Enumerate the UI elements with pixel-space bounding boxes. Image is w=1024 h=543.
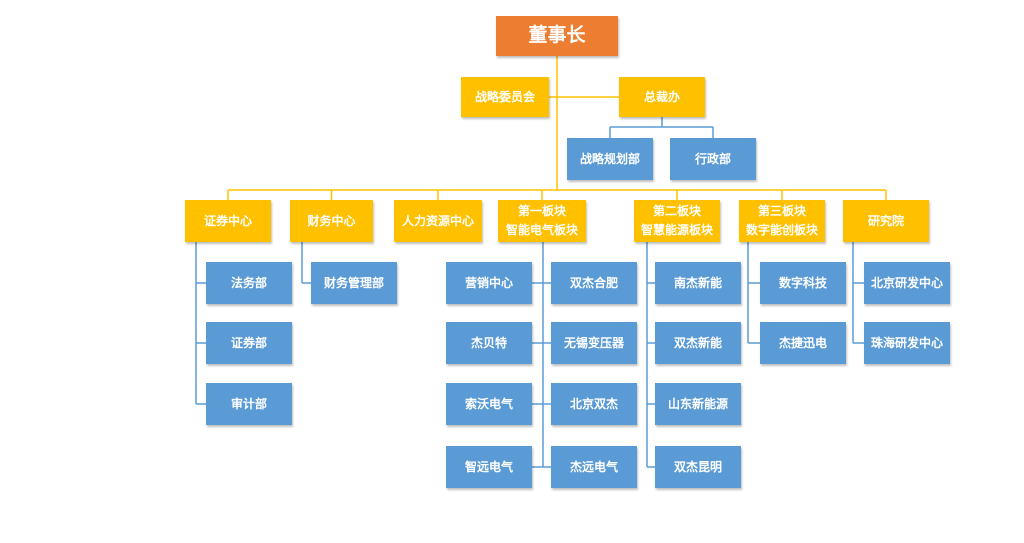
division-box-finance-label: 财务中心 xyxy=(307,213,356,228)
unit-box-finance-label: 财务管理部 xyxy=(323,275,384,290)
division-box-research-label: 研究院 xyxy=(867,213,904,228)
unit-box-block3: 杰捷迅电 xyxy=(760,322,846,364)
unit-box-block2: 双杰昆明 xyxy=(655,446,741,488)
unit-box-block2-label: 双杰昆明 xyxy=(673,459,722,474)
unit-box-block1: 北京双杰 xyxy=(551,383,637,425)
unit-box-securities: 审计部 xyxy=(206,383,292,425)
division-box-block3: 第三板块数字能创板块 xyxy=(739,200,825,242)
unit-box-block1-label: 营销中心 xyxy=(464,275,513,290)
president-office-box-label: 总裁办 xyxy=(643,89,680,104)
division-box-block1-label-1: 第一板块 xyxy=(517,204,566,219)
unit-box-securities-label: 法务部 xyxy=(230,275,267,290)
unit-box-securities-label: 审计部 xyxy=(230,396,267,411)
unit-box-block1: 双杰合肥 xyxy=(551,262,637,304)
division-box-hr-label: 人力资源中心 xyxy=(401,213,474,228)
unit-box-block1-label: 索沃电气 xyxy=(464,396,513,411)
unit-box-block1: 索沃电气 xyxy=(446,383,532,425)
unit-box-block1-label: 杰远电气 xyxy=(569,459,618,474)
unit-box-research: 北京研发中心 xyxy=(864,262,950,304)
unit-box-block1: 智远电气 xyxy=(446,446,532,488)
unit-box-block1-label: 北京双杰 xyxy=(569,396,618,411)
unit-box-securities: 证券部 xyxy=(206,322,292,364)
division-box-block2-label-1: 第二板块 xyxy=(652,204,701,219)
unit-box-block3: 数字科技 xyxy=(760,262,846,304)
division-box-block2-label-2: 智慧能源板块 xyxy=(640,223,713,237)
unit-box-block1-label: 智远电气 xyxy=(464,459,513,474)
unit-box-block2-label: 山东新能源 xyxy=(667,396,728,411)
division-box-block3-label-2: 数字能创板块 xyxy=(745,223,818,237)
division-box-securities-label: 证券中心 xyxy=(203,213,252,228)
division-box-securities: 证券中心 xyxy=(185,200,271,242)
unit-box-securities: 法务部 xyxy=(206,262,292,304)
unit-box-block1-label: 无锡变压器 xyxy=(563,335,624,350)
division-box-block1-label-2: 智能电气板块 xyxy=(505,223,578,237)
division-box-finance: 财务中心 xyxy=(290,200,373,242)
unit-box-block2: 山东新能源 xyxy=(655,383,741,425)
unit-box-block2-label: 南杰新能 xyxy=(673,275,722,290)
unit-box-block3-label: 数字科技 xyxy=(778,275,827,290)
unit-box-block1-label: 杰贝特 xyxy=(470,335,507,350)
division-box-hr: 人力资源中心 xyxy=(394,200,482,242)
division-box-block2: 第二板块智慧能源板块 xyxy=(634,200,720,242)
president-unit-box-label: 行政部 xyxy=(694,151,731,166)
unit-box-block1: 杰远电气 xyxy=(551,446,637,488)
unit-box-block2-label: 双杰新能 xyxy=(673,335,722,350)
unit-box-research-label: 珠海研发中心 xyxy=(870,335,943,350)
president-office-box: 总裁办 xyxy=(619,77,705,117)
president-unit-box: 战略规划部 xyxy=(567,138,653,180)
unit-box-block2: 双杰新能 xyxy=(655,322,741,364)
unit-box-block2: 南杰新能 xyxy=(655,262,741,304)
unit-box-block1: 杰贝特 xyxy=(446,322,532,364)
unit-box-research: 珠海研发中心 xyxy=(864,322,950,364)
strategy-committee-box-label: 战略委员会 xyxy=(474,89,535,104)
division-box-block1: 第一板块智能电气板块 xyxy=(498,200,586,242)
chairman-box: 董事长 xyxy=(496,16,618,56)
president-unit-box-label: 战略规划部 xyxy=(579,151,640,166)
unit-box-finance: 财务管理部 xyxy=(311,262,397,304)
division-box-research: 研究院 xyxy=(843,200,929,242)
strategy-committee-box: 战略委员会 xyxy=(461,77,549,117)
unit-box-block3-label: 杰捷迅电 xyxy=(778,335,827,350)
president-unit-box: 行政部 xyxy=(670,138,756,180)
division-box-block3-label-1: 第三板块 xyxy=(757,204,806,219)
chairman-box-label: 董事长 xyxy=(528,24,586,47)
unit-box-block1: 营销中心 xyxy=(446,262,532,304)
unit-box-block1: 无锡变压器 xyxy=(551,322,637,364)
unit-box-securities-label: 证券部 xyxy=(230,335,267,350)
unit-box-research-label: 北京研发中心 xyxy=(870,275,943,290)
unit-box-block1-label: 双杰合肥 xyxy=(569,275,618,290)
